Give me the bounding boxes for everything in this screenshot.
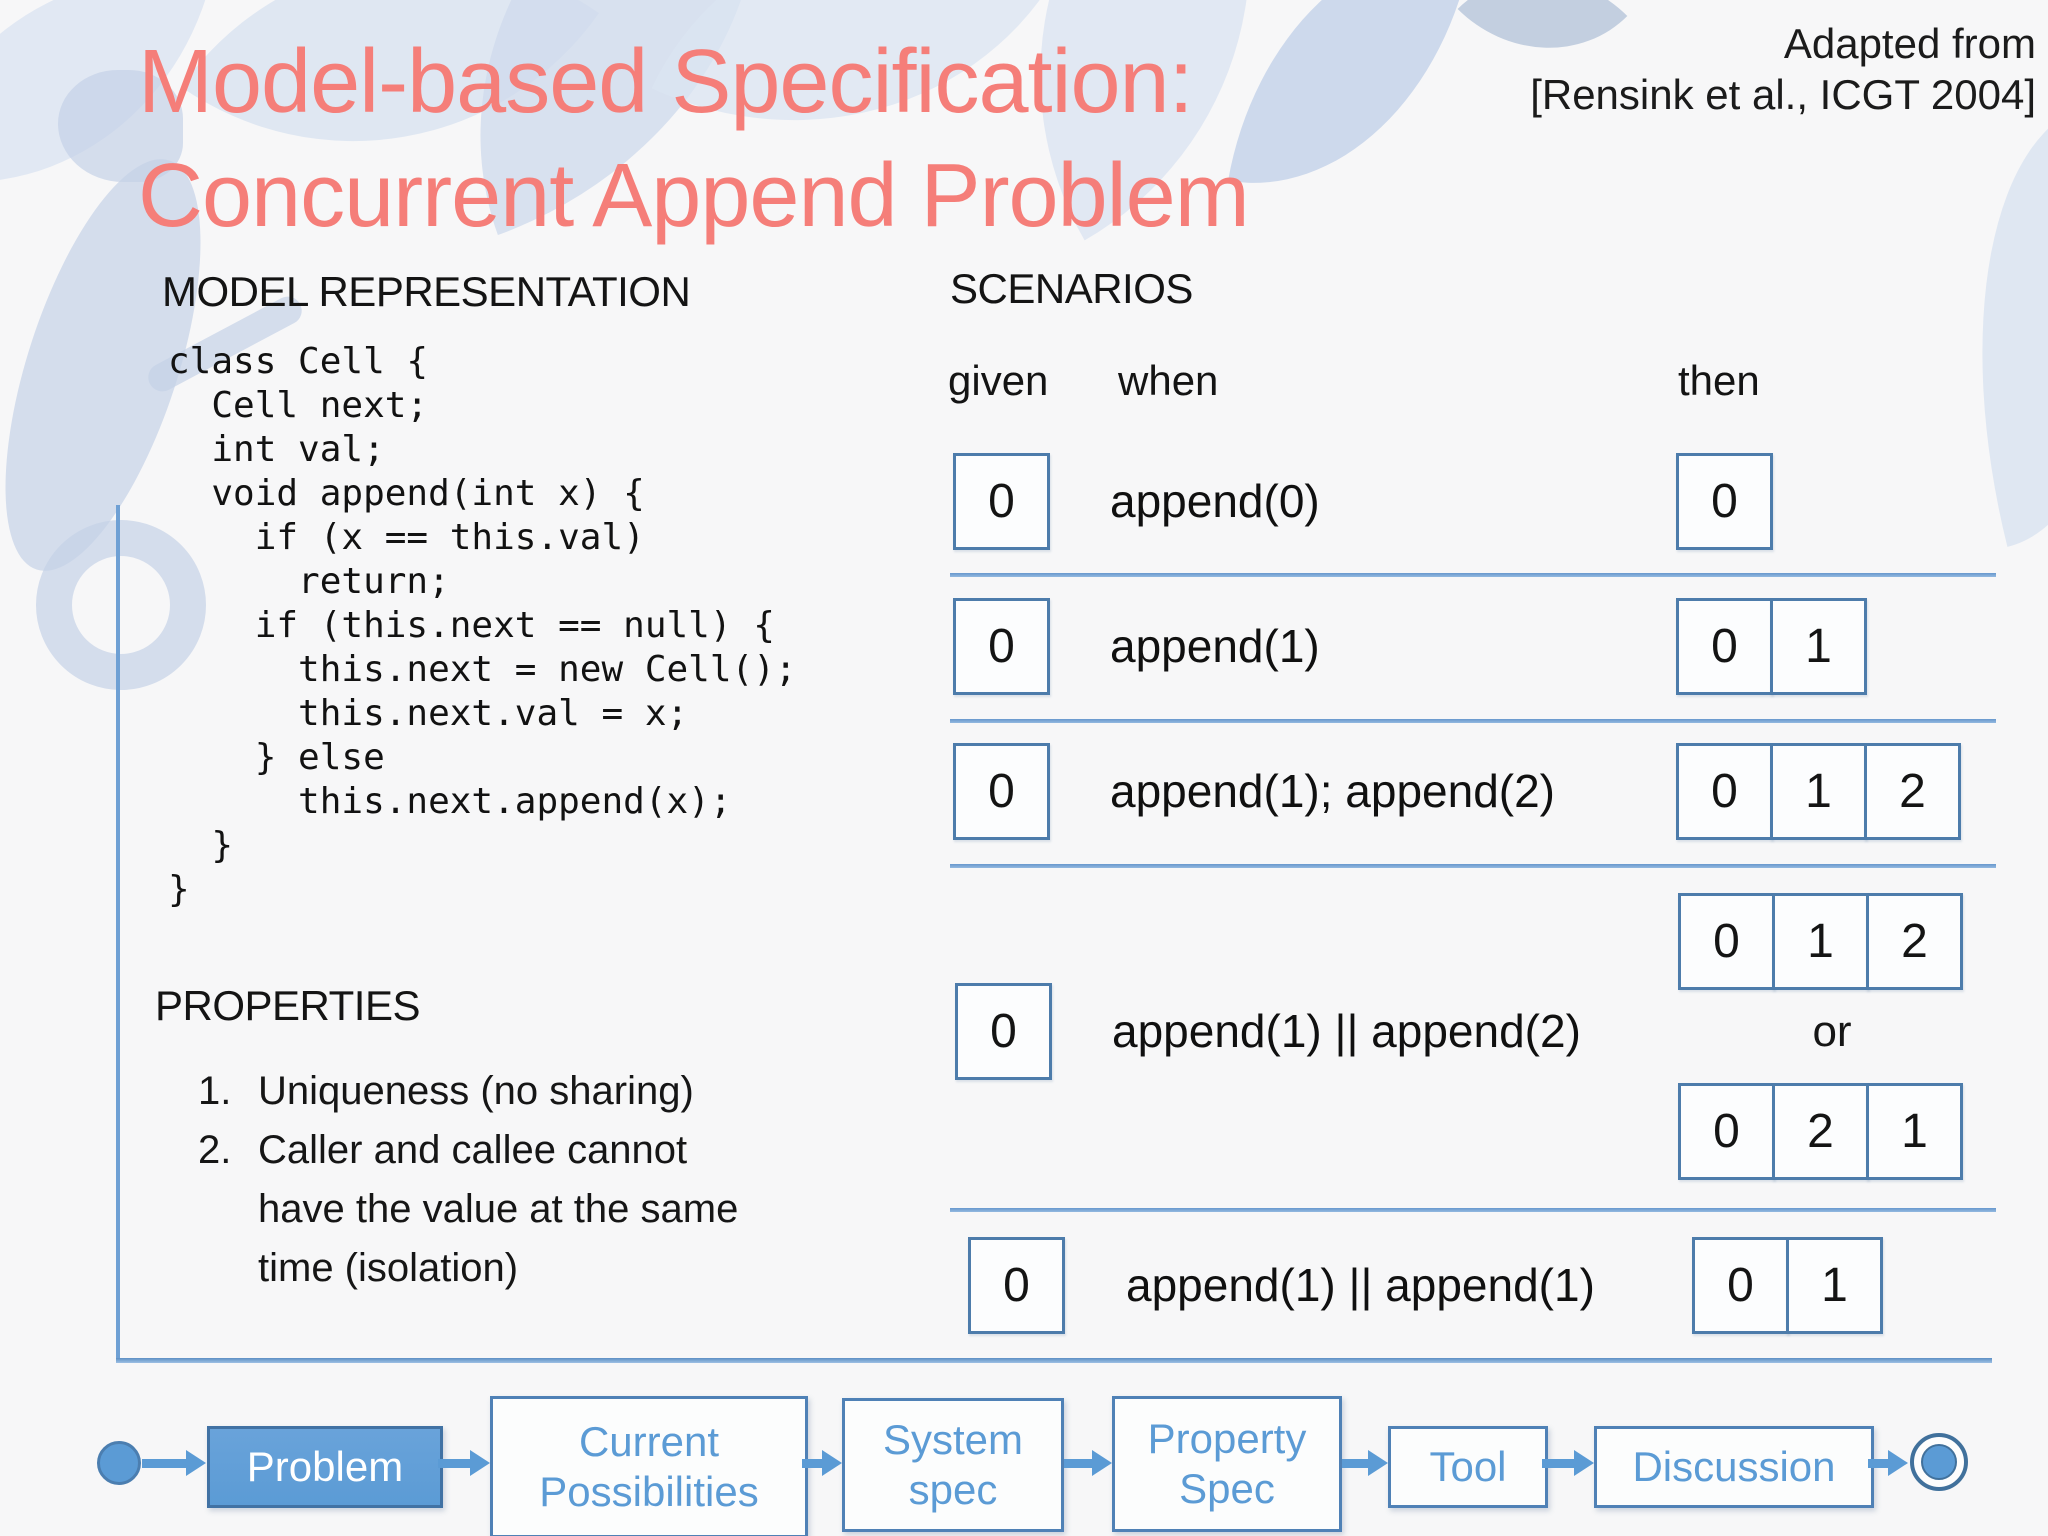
given-cells: 0: [953, 743, 1050, 840]
left-bracket-line: [116, 505, 120, 1362]
given-cells: 0: [953, 453, 1050, 550]
list-cell: 0: [1676, 453, 1773, 550]
when-expression: append(1); append(2): [1110, 765, 1555, 817]
property-text: Uniqueness (no sharing): [258, 1069, 694, 1113]
then-cells-option-a: 0 1 2: [1678, 893, 1963, 990]
flow-arrow-icon: [802, 1450, 842, 1476]
list-cell: 0: [1678, 893, 1775, 990]
list-cell: 0: [1692, 1237, 1789, 1334]
flow-arrow-icon: [142, 1450, 206, 1476]
flow-step-problem: Problem: [207, 1426, 443, 1508]
property-number: 1.: [198, 1069, 232, 1113]
when-expression: append(1) || append(1): [1126, 1259, 1595, 1311]
flow-start-node: [97, 1441, 141, 1485]
given-cells: 0: [968, 1237, 1065, 1334]
list-cell: 0: [1676, 598, 1773, 695]
attribution: Adapted from [Rensink et al., ICGT 2004]: [1530, 18, 2036, 120]
given-cells: 0: [953, 598, 1050, 695]
slide-title: Model-based Specification: Concurrent Ap…: [138, 25, 1250, 253]
list-cell: 1: [1770, 598, 1867, 695]
attribution-line1: Adapted from: [1783, 20, 2036, 67]
given-cells: 0: [955, 983, 1052, 1080]
flow-end-node: [1910, 1433, 1968, 1491]
flow-step-current-possibilities: Current Possibilities: [490, 1396, 808, 1536]
flow-step-label: Tool: [1429, 1443, 1507, 1490]
property-text: Caller and callee cannot have the value …: [258, 1128, 739, 1290]
list-cell: 0: [968, 1237, 1065, 1334]
property-number: 2.: [198, 1128, 232, 1172]
then-cells: 0 1: [1676, 598, 1867, 695]
property-item: 1. Uniqueness (no sharing): [198, 1062, 770, 1121]
scenarios-heading: SCENARIOS: [950, 265, 1193, 312]
code-block: class Cell { Cell next; int val; void ap…: [168, 341, 797, 910]
list-cell: 0: [955, 983, 1052, 1080]
row-separator: [950, 719, 1996, 723]
when-expression: append(1): [1110, 620, 1320, 672]
then-cells-option-b: 0 2 1: [1678, 1083, 1963, 1180]
list-cell: 0: [953, 743, 1050, 840]
list-cell: 1: [1770, 743, 1867, 840]
then-cells: 0 1 2: [1676, 743, 1961, 840]
then-cells: 0 1: [1692, 1237, 1883, 1334]
column-label-given: given: [948, 357, 1049, 404]
list-cell: 2: [1772, 1083, 1869, 1180]
attribution-line2: [Rensink et al., ICGT 2004]: [1530, 71, 2036, 118]
flow-arrow-icon: [1064, 1450, 1112, 1476]
list-cell: 0: [953, 453, 1050, 550]
title-line2: Concurrent Append Problem: [138, 146, 1250, 246]
flow-arrow-icon: [1868, 1450, 1908, 1476]
title-line1: Model-based Specification:: [138, 32, 1194, 132]
list-cell: 0: [953, 598, 1050, 695]
list-cell: 2: [1866, 893, 1963, 990]
or-label: or: [1812, 1007, 1852, 1056]
when-expression: append(0): [1110, 475, 1320, 527]
model-representation-heading: MODEL REPRESENTATION: [162, 268, 691, 315]
when-expression: append(1) || append(2): [1112, 1005, 1581, 1057]
flow-arrow-icon: [1342, 1450, 1388, 1476]
column-label-then: then: [1678, 357, 1760, 404]
properties-list: 1. Uniqueness (no sharing) 2. Caller and…: [198, 1062, 770, 1298]
list-cell: 1: [1786, 1237, 1883, 1334]
flow-step-tool: Tool: [1388, 1426, 1548, 1508]
list-cell: 0: [1678, 1083, 1775, 1180]
background-leaf: [1908, 103, 2048, 547]
flow-step-label: System spec: [882, 1416, 1024, 1513]
properties-heading: PROPERTIES: [155, 982, 420, 1029]
background-leaf: [1228, 0, 1472, 216]
list-cell: 2: [1864, 743, 1961, 840]
flow-step-discussion: Discussion: [1594, 1426, 1874, 1508]
column-label-when: when: [1118, 357, 1219, 404]
flow-step-label: Problem: [246, 1443, 404, 1490]
row-separator: [950, 1208, 1996, 1212]
flow-step-label: Current Possibilities: [539, 1418, 759, 1515]
list-cell: 1: [1866, 1083, 1963, 1180]
row-separator: [950, 573, 1996, 577]
flow-arrow-icon: [438, 1450, 490, 1476]
then-cells: 0: [1676, 453, 1773, 550]
row-separator: [950, 864, 1996, 868]
flow-step-property-spec: Property Spec: [1112, 1396, 1342, 1532]
bottom-bracket-line: [116, 1358, 1992, 1363]
flow-step-label: Discussion: [1632, 1443, 1836, 1490]
list-cell: 0: [1676, 743, 1773, 840]
flow-arrow-icon: [1542, 1450, 1594, 1476]
flow-step-label: Property Spec: [1147, 1415, 1307, 1512]
flow-step-system-spec: System spec: [842, 1398, 1064, 1532]
flow-end-node-inner: [1921, 1444, 1957, 1480]
property-item: 2. Caller and callee cannot have the val…: [198, 1121, 770, 1298]
list-cell: 1: [1772, 893, 1869, 990]
